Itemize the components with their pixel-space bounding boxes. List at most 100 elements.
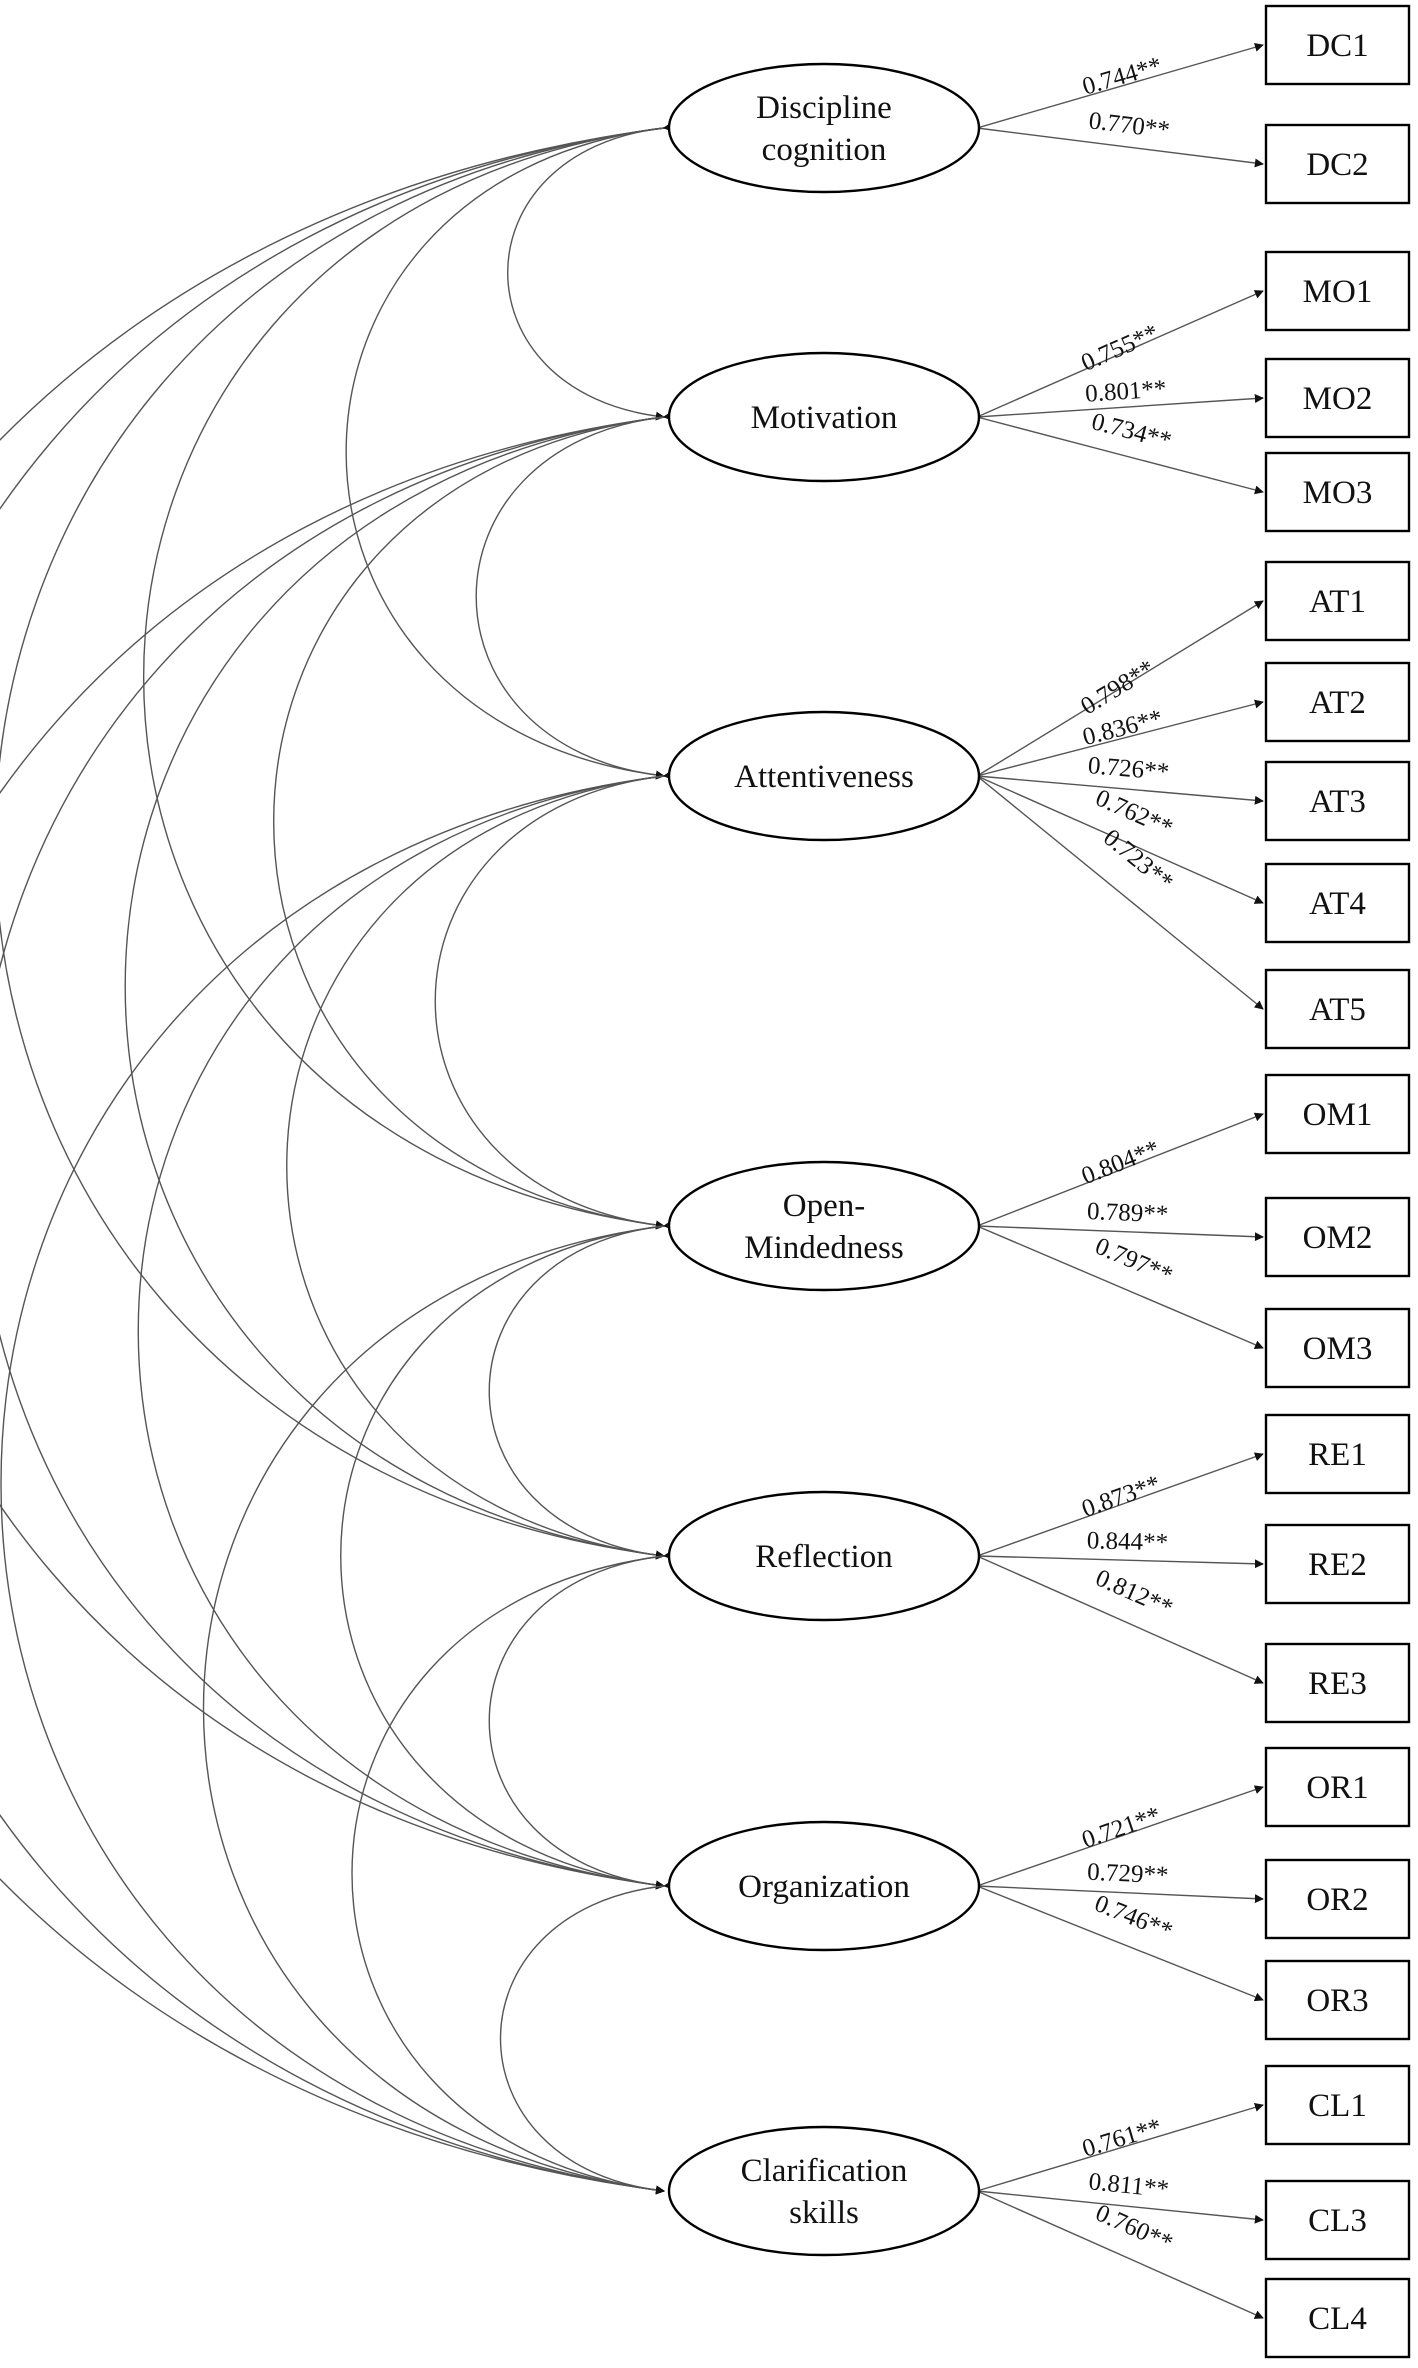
latent-at: Attentiveness	[667, 710, 981, 842]
indicator-mo2-label: MO2	[1303, 381, 1373, 417]
indicator-at4-label: AT4	[1309, 886, 1366, 922]
indicator-at5-box	[1264, 968, 1411, 1050]
latent-om-label: Open-	[783, 1188, 865, 1224]
latent-re-label: Reflection	[755, 1539, 892, 1575]
covariance-dc-at	[345, 122, 673, 780]
loading-path-mo2	[976, 394, 1264, 418]
loading-path-re1	[976, 1452, 1264, 1557]
indicator-or3-box	[1264, 1959, 1411, 2041]
loading-path-mo3	[976, 416, 1264, 495]
loading-path-at2	[976, 699, 1264, 777]
indicator-mo2-box	[1264, 357, 1411, 439]
covariance-dc-om	[143, 122, 673, 1230]
loading-path-om3	[976, 1225, 1264, 1349]
indicator-om3-label: OM3	[1303, 1331, 1373, 1367]
indicator-mo1-box	[1264, 250, 1411, 332]
indicator-re1: RE1	[1264, 1413, 1411, 1495]
latent-or-ellipse	[667, 1820, 981, 1952]
latent-at-ellipse	[667, 710, 981, 842]
indicator-om2-label: OM2	[1303, 1220, 1373, 1256]
loading-value-mo1: 0.755**	[1077, 319, 1162, 376]
loading-value-or2: 0.729**	[1087, 1859, 1169, 1890]
covariance-re-or	[488, 1550, 673, 1890]
covariance-at-re	[286, 770, 673, 1560]
nodes: DisciplinecognitionMotivationAttentivene…	[667, 4, 1411, 2359]
indicator-mo2: MO2	[1264, 357, 1411, 439]
latent-om-ellipse	[667, 1160, 981, 1292]
covariance-dc-or	[0, 122, 673, 1890]
indicator-or2: OR2	[1264, 1858, 1411, 1940]
indicator-cl1: CL1	[1264, 2064, 1411, 2146]
indicator-at1-box	[1264, 560, 1411, 642]
indicator-mo1: MO1	[1264, 250, 1411, 332]
covariance-om-or	[340, 1220, 673, 1890]
loading-value-om1: 0.804**	[1078, 1135, 1164, 1190]
latent-re: Reflection	[667, 1490, 981, 1622]
loading-path-cl1	[976, 2103, 1264, 2192]
covariance-dc-re	[0, 122, 673, 1560]
latent-cl-label: skills	[789, 2195, 859, 2231]
indicator-at4-box	[1264, 862, 1411, 944]
loading-path-at3	[976, 775, 1264, 805]
covariance-mo-re	[124, 411, 673, 1560]
indicator-cl1-box	[1264, 2064, 1411, 2146]
indicator-mo3-box	[1264, 451, 1411, 533]
indicator-re3-box	[1264, 1642, 1411, 1724]
indicator-om3: OM3	[1264, 1307, 1411, 1389]
indicator-om1: OM1	[1264, 1073, 1411, 1155]
covariance-om-re	[488, 1220, 673, 1560]
loading-value-mo2: 0.801**	[1084, 375, 1167, 407]
indicator-or1-label: OR1	[1306, 1770, 1368, 1806]
covariance-or-cl	[500, 1880, 673, 2195]
covariance-mo-cl	[0, 411, 673, 2195]
loading-paths	[976, 42, 1264, 2319]
indicator-at5-label: AT5	[1309, 992, 1366, 1028]
covariance-om-cl	[202, 1220, 673, 2195]
covariance-re-cl	[351, 1550, 673, 2195]
loading-path-dc1	[976, 42, 1264, 129]
loading-path-om2	[976, 1225, 1264, 1242]
loading-labels: 0.744**0.770**0.755**0.801**0.734**0.798…	[1076, 52, 1178, 2257]
latent-or: Organization	[667, 1820, 981, 1952]
loading-path-at4	[976, 775, 1264, 904]
indicator-mo3: MO3	[1264, 451, 1411, 533]
covariance-at-cl	[0, 770, 673, 2195]
loading-value-at3: 0.726**	[1087, 752, 1170, 786]
loading-path-om1	[976, 1112, 1264, 1227]
loading-path-at5	[976, 775, 1264, 1010]
covariance-mo-om	[273, 411, 673, 1230]
indicator-dc1-box	[1264, 4, 1411, 86]
loading-value-mo3: 0.734**	[1089, 408, 1174, 455]
indicator-cl4-box	[1264, 2277, 1411, 2359]
loading-value-dc1: 0.744**	[1079, 52, 1165, 101]
indicator-om1-label: OM1	[1303, 1097, 1373, 1133]
indicator-at1-label: AT1	[1309, 584, 1366, 620]
indicator-mo1-label: MO1	[1303, 274, 1373, 310]
indicator-or1: OR1	[1264, 1746, 1411, 1828]
latent-or-label: Organization	[738, 1869, 910, 1905]
indicator-dc2-label: DC2	[1306, 147, 1368, 183]
indicator-om3-box	[1264, 1307, 1411, 1389]
latent-mo-ellipse	[667, 351, 981, 483]
loading-path-re3	[976, 1555, 1264, 1684]
indicator-at3-box	[1264, 760, 1411, 842]
indicator-cl1-label: CL1	[1308, 2088, 1367, 2124]
loading-value-om2: 0.789**	[1087, 1198, 1169, 1228]
covariance-curves	[0, 122, 673, 2195]
indicator-om2: OM2	[1264, 1196, 1411, 1278]
indicator-or2-box	[1264, 1858, 1411, 1940]
covariance-dc-mo	[507, 122, 673, 421]
indicator-re3: RE3	[1264, 1642, 1411, 1724]
indicator-or3: OR3	[1264, 1959, 1411, 2041]
loading-path-cl3	[976, 2190, 1264, 2224]
indicator-cl3-label: CL3	[1308, 2203, 1367, 2239]
indicator-at3-label: AT3	[1309, 784, 1366, 820]
loading-path-mo1	[976, 290, 1264, 418]
indicator-at2-label: AT2	[1309, 685, 1366, 721]
loading-value-re1: 0.873**	[1078, 1470, 1164, 1523]
latent-om-label: Mindedness	[744, 1230, 904, 1266]
loading-path-re2	[976, 1555, 1264, 1569]
indicator-cl3-box	[1264, 2179, 1411, 2261]
